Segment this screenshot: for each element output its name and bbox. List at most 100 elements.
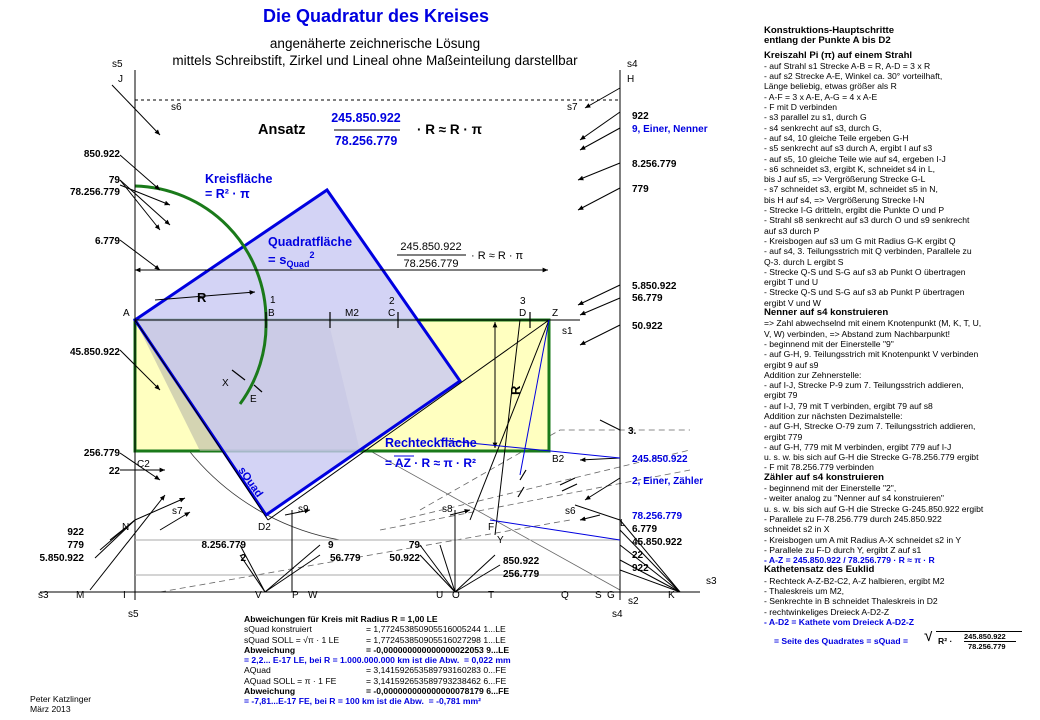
list-item: ergibt 9 auf s9 <box>764 359 819 370</box>
author-block: Peter Katzlinger März 2013 <box>30 694 91 714</box>
list-item: - F mit 78.256.779 verbinden <box>764 462 874 473</box>
dev-value: = -0,000000000000000022053 9...LE <box>366 644 510 655</box>
bottom-label-50922: 50.922 <box>389 553 420 564</box>
line-label-s4-top: s4 <box>627 59 638 70</box>
subtitle-1: angenäherte zeichnerische Lösung <box>269 36 481 51</box>
line-label-s3-right: s3 <box>706 576 717 587</box>
point-3: 3 <box>520 296 526 307</box>
list-item: => Zahl abwechselnd mit einem Knotenpunk… <box>764 318 982 329</box>
author-date: März 2013 <box>30 704 71 714</box>
right-label-einer-zaehler: 2, Einer, Zähler <box>632 476 703 487</box>
list-item: ergibt 79 <box>764 390 798 401</box>
list-item: - Strahl s8 senkrecht auf s3 durch O und… <box>764 215 970 226</box>
list-item: ergibt V und W <box>764 297 821 308</box>
right-label-einer-nenner: 9, Einer, Nenner <box>632 124 708 135</box>
frac2-rest: · R ≈ R · π <box>471 250 524 262</box>
point-G: G <box>607 590 615 601</box>
right-label-922-bottom: 922 <box>632 563 649 574</box>
page-title: Die Quadratur des Kreises <box>262 6 490 26</box>
line-labels: s5 s4 s6 s7 s1 s7 s6 s9 s8 s3 s3 s5 s4 s… <box>38 59 717 620</box>
line-label-s7-bottom: s7 <box>172 506 183 517</box>
label-R-radius: R <box>197 290 207 305</box>
bottom-label-8256779: 8.256.779 <box>202 540 247 551</box>
left-label-256779: 256.779 <box>84 448 121 459</box>
section-nenner: Nenner auf s4 konstruieren <box>764 308 889 319</box>
list-item: V, W) verbinden, => Abstand zum Nachbarp… <box>764 328 950 339</box>
list-item: - Senkrechte in B schneidet Thaleskreis … <box>764 596 938 607</box>
section-euklid: Kathetensatz des Euklid <box>764 565 875 576</box>
bottom-label-56779: 56.779 <box>330 553 361 564</box>
deviations-panel: Abweichungen für Kreis mit Radius R = 1,… <box>244 614 511 707</box>
left-label-779: 779 <box>67 540 84 551</box>
dev-note-2: = -7,81...E-17 FE, bei R = 100 km ist di… <box>244 696 481 707</box>
right-label-8256779: 8.256.779 <box>632 159 677 170</box>
rechteckflaeche-formula: = AZ · R ≈ π · R² <box>385 456 476 470</box>
left-label-850922: 850.922 <box>84 149 121 160</box>
list-item: - auf G-H, 779 mit M verbinden, ergibt 7… <box>764 441 952 452</box>
list-item: bis H auf s4, => Vergrößerung Strecke I-… <box>764 194 925 205</box>
point-C: C <box>388 308 395 319</box>
frac2-numerator: 245.850.922 <box>400 241 461 253</box>
instructions-panel: Konstruktions-Hauptschritte entlang der … <box>764 26 1036 653</box>
point-M2: M2 <box>345 308 359 319</box>
right-label-779: 779 <box>632 184 649 195</box>
bottom-label-79: 79 <box>409 540 421 551</box>
list-item: - beginnend mit der Einerstelle "2", <box>764 483 897 494</box>
dev-value: = 1,772453850905516005244 1...LE <box>366 624 506 635</box>
point-X: X <box>222 378 229 389</box>
point-W: W <box>308 590 318 601</box>
quadratflaeche-formula: = sQuad2 <box>268 250 314 269</box>
point-B2: B2 <box>552 454 565 465</box>
point-labels: A B 1 M2 C 2 D 3 Z X E C2 B2 D2 J H N L … <box>76 74 675 601</box>
dev-label: sQuad konstruiert <box>244 624 312 635</box>
point-A: A <box>123 308 130 319</box>
right-label-245850922: 245.850.922 <box>632 454 688 465</box>
point-K: K <box>668 590 675 601</box>
dev-value: = -0,000000000000000078179 6...FE <box>366 686 510 697</box>
line-label-s5-top: s5 <box>112 59 123 70</box>
result-ad2: - A-D2 = Kathete vom Dreieck A-D2-Z <box>764 616 915 627</box>
right-label-50922: 50.922 <box>632 321 663 332</box>
kreisflaeche-formula: = R² · π <box>205 187 250 201</box>
dev-note-1: = 2,2... E-17 LE, bei R = 1.000.000.000 … <box>244 655 511 666</box>
line-label-s3-left: s3 <box>38 590 49 601</box>
instructions-heading-2: entlang der Punkte A bis D2 <box>764 36 891 47</box>
bottom-label-256779: 256.779 <box>503 569 540 580</box>
list-kreiszahl: - auf Strahl s1 Strecke A-B = R, A-D = 3… <box>764 61 1036 308</box>
deviations-heading: Abweichungen für Kreis mit Radius R = 1,… <box>244 614 438 624</box>
point-B: B <box>268 308 275 319</box>
list-item: - s3 parallel zu s1, durch G <box>764 112 867 123</box>
dev-value: = 3,141592653589793238462 6...FE <box>366 675 507 686</box>
list-item: - auf G-H, 9. Teilungsstrich mit Knotenp… <box>764 349 979 360</box>
list-item: Addition zur nächsten Dezimalstelle: <box>764 410 903 421</box>
list-item: Länge beliebig, etwas größer als R <box>764 81 897 92</box>
list-item: u. s. w. bis sich auf G-H die Strecke G-… <box>764 503 984 514</box>
result-az: - A-Z = 245.850.922 / 78.256.779 · R ≈ π… <box>764 555 935 566</box>
line-label-s7-top: s7 <box>567 102 578 113</box>
right-label-6779: 6.779 <box>632 524 657 535</box>
list-item: - Rechteck A-Z-B2-C2, A-Z halbieren, erg… <box>764 575 945 586</box>
list-zaehler: - beginnend mit der Einerstelle "2", - w… <box>764 483 1036 555</box>
subtitle-2: mittels Schreibstift, Zirkel und Lineal … <box>172 53 578 68</box>
label-R-height: R <box>508 385 523 395</box>
author-name: Peter Katzlinger <box>30 694 92 704</box>
final-formula: = Seite des Quadrates = sQuad = √ R² · 2… <box>764 631 1036 653</box>
line-label-s2: s2 <box>628 596 639 607</box>
construction-diagram: Ansatz 245.850.922 78.256.779 · R ≈ R · … <box>38 59 717 620</box>
final-formula-text: = Seite des Quadrates = sQuad = <box>774 636 908 647</box>
point-I: I <box>123 590 126 601</box>
list-item: - Parallele zu F-D durch Y, ergibt Z auf… <box>764 544 922 555</box>
section-kreiszahl: Kreiszahl Pi (π) auf einem Strahl <box>764 50 913 61</box>
list-item: - auf I-J, Strecke P-9 zum 7. Teilungsst… <box>764 380 964 391</box>
point-Z: Z <box>552 308 558 319</box>
list-item: bis J auf s5, => Vergrößerung Strecke G-… <box>764 174 926 185</box>
list-item: Q-3. durch L ergibt S <box>764 256 844 267</box>
point-V: V <box>255 590 262 601</box>
right-label-45850922: 45.850.922 <box>632 537 682 548</box>
list-item: - Strecke I-G dritteln, ergibt die Punkt… <box>764 205 945 216</box>
point-Q: Q <box>561 590 569 601</box>
list-item: - auf Strahl s1 Strecke A-B = R, A-D = 3… <box>764 60 931 71</box>
left-label-6779: 6.779 <box>95 236 120 247</box>
list-item: ergibt T und U <box>764 277 819 288</box>
point-J: J <box>118 74 123 85</box>
